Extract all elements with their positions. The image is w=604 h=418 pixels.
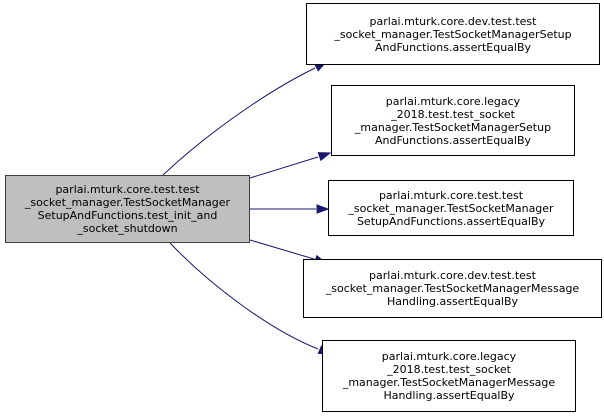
node-label-line: _socket_manager.TestSocketManager [348, 201, 554, 215]
node-label-line: Handling.assertEqualBy [383, 389, 515, 402]
arrowhead-icon [317, 152, 332, 162]
node-label-line: _manager.TestSocketManagerSetup [354, 120, 552, 134]
node-label-line: _socket_manager.TestSocketManagerSetup [334, 27, 572, 41]
node-label-line: _2018.test.test_socket [387, 363, 511, 376]
node-label-line: parlai.mturk.core.dev.test.test [369, 14, 537, 28]
edge-to-legacy-message [169, 242, 319, 350]
node-label-line: SetupAndFunctions.test_init_and [37, 209, 218, 222]
node-label-line: _socket_manager.TestSocketManager [24, 196, 231, 209]
node-label-line: parlai.mturk.core.legacy [381, 350, 517, 363]
node-label-line: parlai.mturk.core.test.test [55, 183, 200, 196]
target-node-core-setup[interactable]: parlai.mturk.core.test.test _socket_mana… [328, 180, 574, 236]
node-label-line: AndFunctions.assertEqualBy [374, 133, 532, 147]
target-node-legacy-message[interactable]: parlai.mturk.core.legacy _2018.test.test… [322, 340, 576, 412]
node-label-line: parlai.mturk.core.dev.test.test [369, 269, 536, 282]
node-label-line: _socket_shutdown [77, 222, 178, 235]
arrowhead-icon [316, 204, 330, 214]
node-label-line: _2018.test.test_socket [391, 107, 515, 121]
target-node-dev-message[interactable]: parlai.mturk.core.dev.test.test _socket_… [303, 259, 602, 318]
edge-to-dev-message [249, 239, 315, 260]
node-label-line: parlai.mturk.core.legacy [385, 94, 521, 108]
target-node-dev-setup[interactable]: parlai.mturk.core.dev.test.test _socket_… [306, 3, 600, 65]
node-label-line: _socket_manager.TestSocketManagerMessage [325, 282, 580, 295]
edge-to-dev-setup [162, 67, 316, 176]
node-label-line: AndFunctions.assertEqualBy [374, 40, 532, 54]
node-label-line: _manager.TestSocketManagerMessage [342, 376, 556, 389]
node-label-line: parlai.mturk.core.test.test [378, 188, 524, 202]
source-node[interactable]: parlai.mturk.core.test.test _socket_mana… [5, 175, 250, 243]
edge-to-legacy-setup [249, 156, 319, 179]
node-label-line: SetupAndFunctions.assertEqualBy [356, 214, 546, 228]
node-label-line: Handling.assertEqualBy [386, 295, 519, 308]
target-node-legacy-setup[interactable]: parlai.mturk.core.legacy _2018.test.test… [331, 85, 575, 156]
